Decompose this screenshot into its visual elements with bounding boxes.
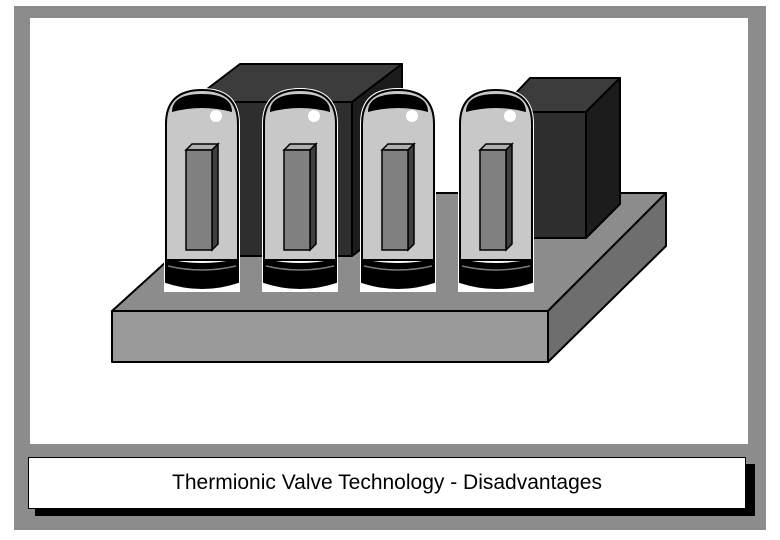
valve-board-illustration [111,63,667,363]
valve-1 [164,88,240,292]
valve-anode-side [309,142,317,252]
caption-text: Thermionic Valve Technology - Disadvanta… [172,471,602,494]
valve-anode-side [407,142,415,252]
valve-highlight [504,110,516,122]
valve-anode-front [381,149,409,251]
illustration-panel [30,18,748,444]
valve-anode-front [479,149,507,251]
valve-2 [262,88,338,292]
valve-getter [368,94,428,112]
valve-anode-side [211,142,219,252]
valve-base-band [363,265,433,271]
valve-anode-front [283,149,311,251]
valve-3 [360,88,436,292]
valve-anode-side [505,142,513,252]
valve-highlight [210,110,222,122]
valve-base-band [167,265,237,271]
valve-getter [270,94,330,112]
valve-getter [172,94,232,112]
valve-4 [458,88,534,292]
valve-base [165,258,239,289]
valve-getter [466,94,526,112]
valve-base [361,258,435,289]
valve-highlight [406,110,418,122]
valve-base-band [265,265,335,271]
valve-base-band [461,265,531,271]
valve-highlight [308,110,320,122]
valve-base [459,258,533,289]
caption-box: Thermionic Valve Technology - Disadvanta… [28,457,746,509]
valve-anode-front [185,149,213,251]
chassis-front [111,310,549,363]
valve-base [263,258,337,289]
